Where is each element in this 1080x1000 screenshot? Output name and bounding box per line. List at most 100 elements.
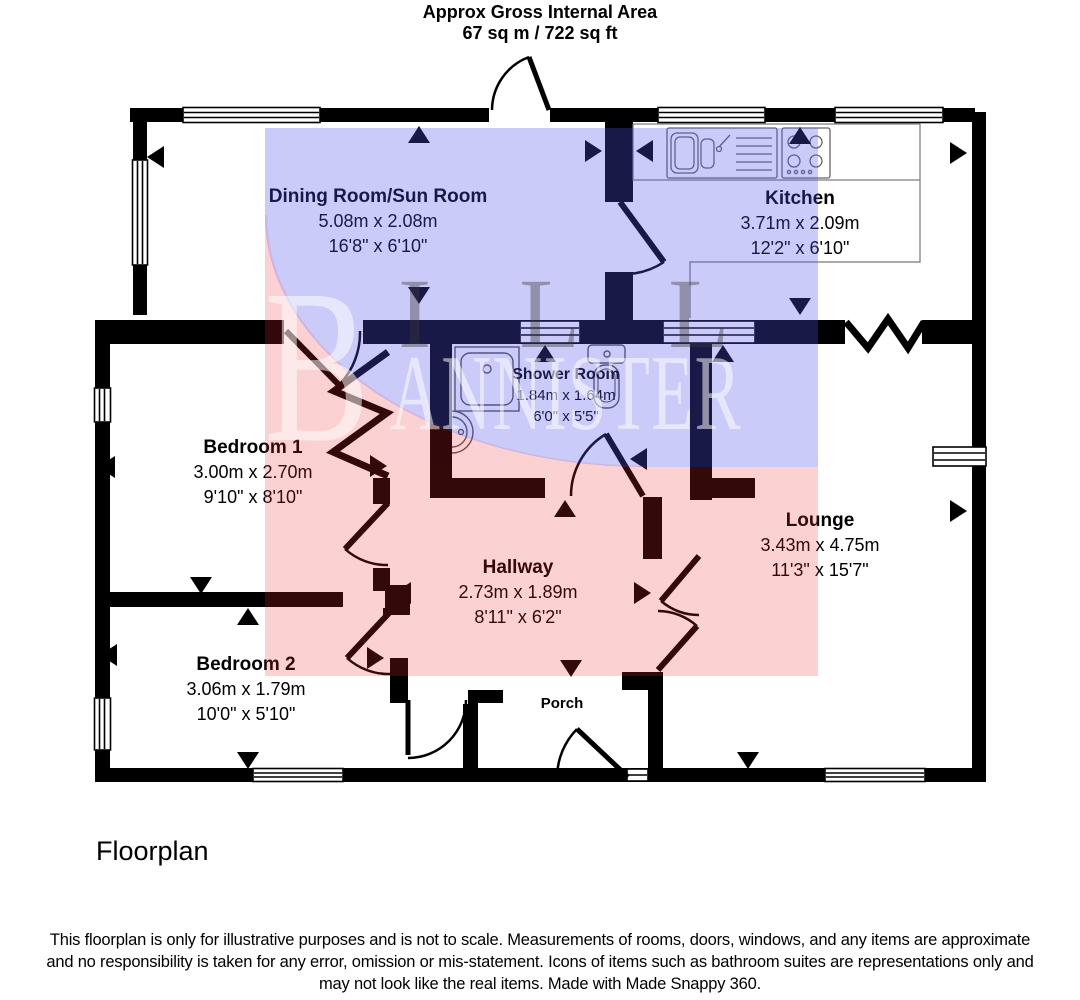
window-icon bbox=[657, 106, 766, 124]
room-size-metric: 5.08m x 2.08m bbox=[318, 211, 438, 231]
door-arc bbox=[490, 55, 530, 111]
door-arc bbox=[657, 609, 698, 627]
direction-arrow-down bbox=[190, 577, 212, 594]
gross-area-title: Approx Gross Internal Area bbox=[422, 2, 658, 22]
room-name: Lounge bbox=[785, 510, 855, 531]
bifold-door-icon bbox=[325, 349, 395, 480]
direction-arrow-up bbox=[534, 345, 556, 362]
room-size-metric: 3.00m x 2.70m bbox=[193, 462, 313, 482]
room-label-dining: Dining Room/Sun Room 5.08m x 2.08m 16'8"… bbox=[269, 184, 487, 259]
room-name: Hallway bbox=[482, 557, 554, 578]
direction-arrow-right bbox=[367, 647, 384, 669]
window-icon bbox=[519, 320, 581, 344]
door-arc bbox=[660, 600, 700, 617]
room-size-imperial: 11'3" x 15'7" bbox=[771, 560, 869, 580]
door-leaf bbox=[342, 500, 391, 552]
room-name: Porch bbox=[540, 695, 584, 712]
room-size-imperial: 6'0" x 5'5" bbox=[533, 408, 599, 425]
wall bbox=[463, 700, 478, 768]
window-icon bbox=[662, 320, 756, 344]
room-size-metric: 1.84m x 1.64m bbox=[516, 387, 616, 404]
room-name: Bedroom 2 bbox=[196, 654, 296, 675]
door-opening bbox=[489, 106, 550, 124]
room-name: Shower Room bbox=[512, 366, 620, 383]
door-leaf bbox=[658, 554, 702, 603]
direction-arrow-down bbox=[737, 752, 759, 769]
room-size-metric: 3.06m x 1.79m bbox=[186, 679, 306, 699]
wall bbox=[373, 478, 390, 504]
door-leaf bbox=[344, 609, 393, 661]
door-opening bbox=[408, 689, 468, 704]
direction-arrow-left bbox=[147, 146, 164, 168]
room-size-imperial: 10'0" x 5'10" bbox=[196, 704, 296, 724]
direction-arrow-down bbox=[789, 298, 811, 315]
window-icon bbox=[824, 767, 926, 783]
floorplan-caption: Floorplan bbox=[96, 836, 209, 866]
room-size-imperial: 9'10" x 8'10" bbox=[203, 487, 303, 507]
direction-arrow-right bbox=[950, 500, 967, 522]
kitchen-sink-icon bbox=[666, 127, 778, 179]
gross-area-value: 67 sq m / 722 sq ft bbox=[462, 23, 618, 43]
kitchen-counter-outline bbox=[632, 123, 921, 318]
room-size-metric: 2.73m x 1.89m bbox=[458, 582, 578, 602]
room-label-kitchen: Kitchen 3.71m x 2.09m 12'2" x 6'10" bbox=[740, 186, 859, 261]
window-icon bbox=[834, 106, 944, 124]
disclaimer-line1: This floorplan is only for illustrative … bbox=[49, 931, 1031, 949]
door-arc bbox=[619, 260, 665, 276]
room-size-metric: 3.71m x 2.09m bbox=[740, 213, 860, 233]
room-name: Bedroom 1 bbox=[203, 437, 303, 458]
direction-arrow-down bbox=[408, 287, 430, 304]
wall bbox=[430, 344, 452, 497]
direction-arrow-up bbox=[408, 126, 430, 143]
direction-arrow-up bbox=[712, 345, 734, 362]
window-icons bbox=[93, 106, 987, 783]
direction-arrow-right bbox=[950, 142, 967, 164]
direction-arrow-left bbox=[636, 140, 653, 162]
direction-arrow-up bbox=[789, 127, 811, 144]
shower-tray-icon bbox=[454, 346, 520, 412]
direction-arrow-up bbox=[237, 608, 259, 625]
direction-arrow-down bbox=[237, 752, 259, 769]
wall bbox=[605, 122, 633, 202]
door-arc bbox=[555, 728, 578, 778]
room-label-shower: Shower Room 1.84m x 1.64m 6'0" x 5'5" bbox=[512, 364, 620, 427]
door-arc bbox=[407, 699, 468, 760]
disclaimer-line2: and no responsibility is taken for any e… bbox=[46, 953, 1034, 971]
window-icon bbox=[252, 767, 344, 783]
window-icon bbox=[131, 159, 149, 266]
room-size-imperial: 12'2" x 6'10" bbox=[750, 238, 850, 258]
disclaimer-text: This floorplan is only for illustrative … bbox=[0, 929, 1080, 995]
window-icon bbox=[932, 446, 987, 467]
wall bbox=[605, 272, 633, 320]
room-size-imperial: 8'11" x 6'2" bbox=[474, 607, 562, 627]
direction-arrow-left bbox=[394, 582, 411, 604]
room-label-hallway: Hallway 2.73m x 1.89m 8'11" x 6'2" bbox=[458, 555, 577, 630]
direction-arrow-down bbox=[560, 660, 582, 677]
toilet-icon bbox=[587, 344, 626, 409]
room-size-metric: 3.43m x 4.75m bbox=[760, 535, 880, 555]
door-leaf bbox=[283, 328, 342, 388]
direction-arrow-right bbox=[370, 455, 387, 477]
wall bbox=[643, 497, 662, 559]
room-name: Dining Room/Sun Room bbox=[268, 186, 488, 207]
direction-arrow-right bbox=[634, 582, 651, 604]
disclaimer-line3: may not look like the real items. Made w… bbox=[319, 975, 761, 993]
wall bbox=[430, 478, 545, 498]
direction-arrow-left bbox=[100, 644, 117, 666]
door-leaf bbox=[603, 432, 646, 498]
room-label-lounge: Lounge 3.43m x 4.75m 11'3" x 15'7" bbox=[760, 508, 879, 583]
room-label-porch: Porch bbox=[541, 695, 584, 713]
bifold-door-icon bbox=[843, 312, 927, 355]
direction-arrow-up bbox=[554, 500, 576, 517]
door-leaf bbox=[655, 624, 700, 672]
window-icon bbox=[93, 697, 112, 751]
wall bbox=[922, 320, 972, 344]
room-name: Kitchen bbox=[765, 188, 835, 209]
door-icons bbox=[283, 55, 927, 779]
door-leaf bbox=[575, 727, 630, 779]
door-leaf bbox=[617, 200, 667, 264]
direction-arrow-left bbox=[630, 448, 647, 470]
wall bbox=[690, 478, 755, 498]
